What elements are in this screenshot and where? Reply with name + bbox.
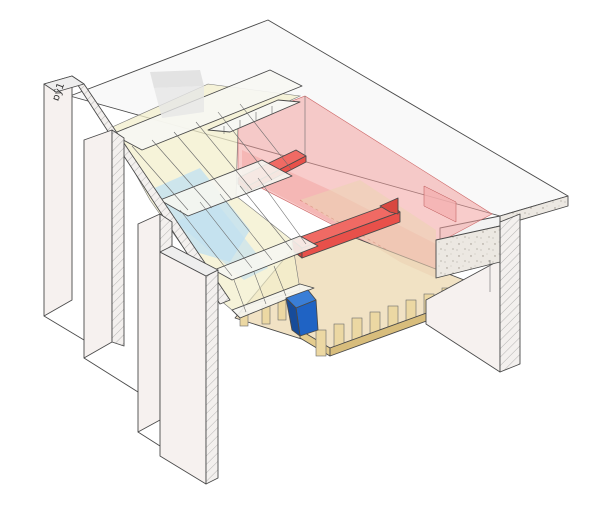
blue-post: [285, 289, 319, 337]
left-wall: ɒŷ1: [43, 75, 231, 485]
right-wall: [425, 213, 521, 373]
ceiling-grid: [109, 69, 319, 319]
